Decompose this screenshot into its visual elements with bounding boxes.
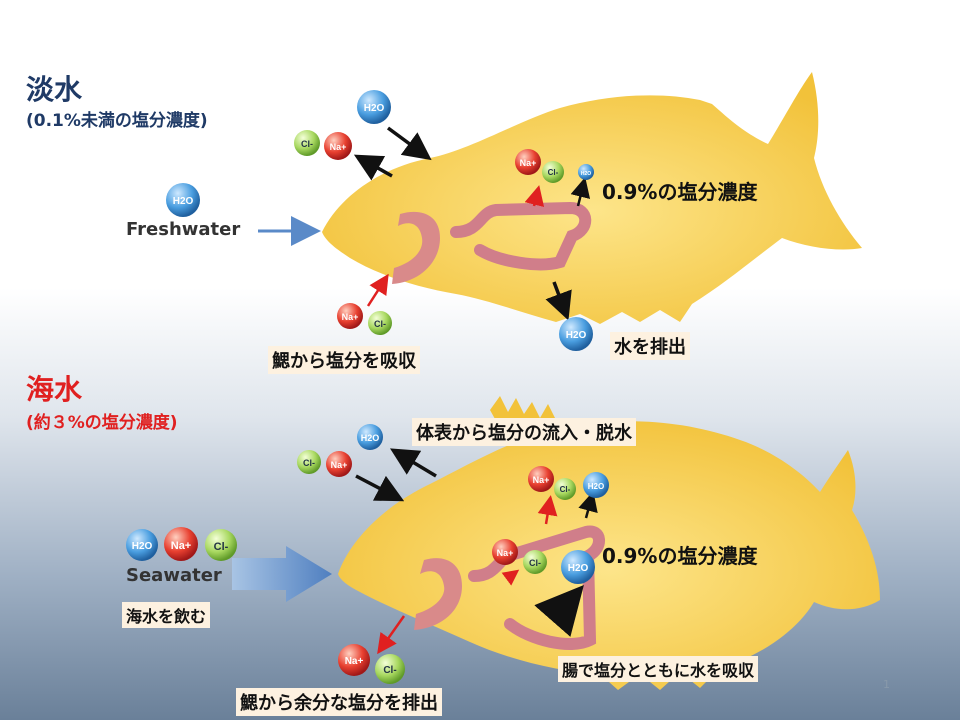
freshwater-english-label: Freshwater bbox=[126, 219, 241, 240]
freshwater-fish-intestine bbox=[450, 201, 592, 271]
sodium-label: Na+ bbox=[342, 312, 359, 322]
freshwater-fish-body bbox=[322, 72, 862, 324]
chloride-label: Cl- bbox=[374, 319, 386, 329]
water-label: H2O bbox=[361, 433, 380, 443]
seawater-body-concentration: 0.9%の塩分濃度 bbox=[602, 544, 758, 568]
water-label: H2O bbox=[568, 563, 589, 574]
water-label: H2O bbox=[581, 171, 591, 177]
water-molecule bbox=[559, 317, 593, 351]
arrow-ions-in bbox=[355, 474, 405, 502]
freshwater-gill-absorb-label: 鰓から塩分を吸収 bbox=[268, 346, 420, 374]
seawater-surface-inflow-label: 体表から塩分の流入・脱水 bbox=[412, 418, 636, 446]
arrow-ions-out bbox=[353, 154, 393, 181]
freshwater-molecules bbox=[166, 90, 594, 351]
chloride-label: Cl- bbox=[214, 541, 229, 553]
seawater-arrows bbox=[232, 448, 598, 655]
water-molecule bbox=[126, 529, 158, 561]
sodium-ion bbox=[326, 451, 352, 477]
sodium-label: Na+ bbox=[330, 142, 347, 152]
water-molecule bbox=[357, 90, 391, 124]
page-number: 1 bbox=[883, 678, 890, 691]
arrow-water-out bbox=[389, 448, 437, 478]
sodium-label: Na+ bbox=[331, 460, 348, 470]
water-label: H2O bbox=[132, 541, 153, 552]
seawater-fish-body bbox=[338, 421, 880, 690]
chloride-ion bbox=[554, 478, 576, 500]
water-molecule bbox=[166, 183, 200, 217]
sodium-ion bbox=[338, 644, 370, 676]
sodium-label: Na+ bbox=[345, 656, 364, 667]
freshwater-body-concentration: 0.9%の塩分濃度 bbox=[602, 180, 758, 204]
arrow-gill-excrete bbox=[377, 615, 406, 655]
sodium-label: Na+ bbox=[533, 475, 550, 485]
chloride-ion bbox=[542, 161, 564, 183]
chloride-ion bbox=[368, 311, 392, 335]
chloride-label: Cl- bbox=[529, 558, 541, 568]
chloride-ion bbox=[375, 654, 405, 684]
seawater-subheading: (約３%の塩分濃度) bbox=[26, 413, 178, 433]
arrow-seawater-drink bbox=[232, 546, 332, 602]
arrow-water-excrete bbox=[545, 281, 572, 321]
molecule-labels: H2O Cl- Na+ H2O Na+ Cl- H2O Na+ Cl- H2O … bbox=[132, 103, 605, 676]
freshwater-arrows bbox=[258, 126, 591, 321]
sodium-label: Na+ bbox=[497, 548, 514, 558]
chloride-label: Cl- bbox=[560, 485, 571, 494]
freshwater-fish-gill bbox=[392, 211, 440, 284]
sodium-ion bbox=[324, 132, 352, 160]
arrow-gill-absorb bbox=[366, 273, 389, 307]
sodium-ion bbox=[528, 466, 554, 492]
arrow-body-up bbox=[570, 177, 591, 207]
arrow-gut-absorb-na bbox=[501, 569, 520, 586]
water-molecule bbox=[583, 472, 609, 498]
freshwater-fish bbox=[322, 72, 862, 324]
arrow-intestine-water bbox=[534, 584, 584, 637]
seawater-molecules bbox=[126, 424, 609, 684]
sodium-ion bbox=[515, 149, 541, 175]
chloride-ion bbox=[205, 529, 237, 561]
water-label: H2O bbox=[566, 330, 587, 341]
seawater-fish-gill bbox=[414, 558, 462, 630]
seawater-english-label: Seawater bbox=[126, 565, 222, 586]
chloride-label: Cl- bbox=[303, 458, 315, 468]
water-molecule bbox=[561, 550, 595, 584]
arrow-water-in bbox=[386, 126, 432, 161]
chloride-ion bbox=[297, 450, 321, 474]
sodium-label: Na+ bbox=[520, 158, 537, 168]
water-label: H2O bbox=[364, 103, 385, 114]
seawater-drink-label: 海水を飲む bbox=[122, 602, 211, 628]
sodium-ion bbox=[337, 303, 363, 329]
arrow-gut-up-na bbox=[537, 495, 558, 525]
water-molecule bbox=[578, 164, 594, 180]
freshwater-heading: 淡水 bbox=[26, 73, 83, 106]
sodium-ion bbox=[492, 539, 518, 565]
water-label: H2O bbox=[173, 196, 194, 207]
chloride-ion bbox=[523, 550, 547, 574]
freshwater-water-excrete-label: 水を排出 bbox=[610, 332, 690, 360]
seawater-heading: 海水 bbox=[26, 373, 83, 406]
chloride-label: Cl- bbox=[301, 139, 313, 149]
sodium-ion bbox=[164, 527, 198, 561]
seawater-gill-excrete-label: 鰓から余分な塩分を排出 bbox=[236, 688, 442, 716]
chloride-ion bbox=[294, 130, 320, 156]
sodium-label: Na+ bbox=[171, 540, 192, 552]
water-label: H2O bbox=[588, 482, 604, 491]
seawater-intestine-absorb-label: 腸で塩分とともに水を吸収 bbox=[558, 656, 759, 682]
arrow-gut-absorb bbox=[524, 185, 545, 207]
chloride-label: Cl- bbox=[548, 168, 559, 177]
arrow-gut-up-water bbox=[578, 491, 598, 519]
water-molecule bbox=[357, 424, 383, 450]
chloride-label: Cl- bbox=[383, 665, 396, 676]
freshwater-subheading: (0.1%未満の塩分濃度) bbox=[26, 111, 208, 131]
